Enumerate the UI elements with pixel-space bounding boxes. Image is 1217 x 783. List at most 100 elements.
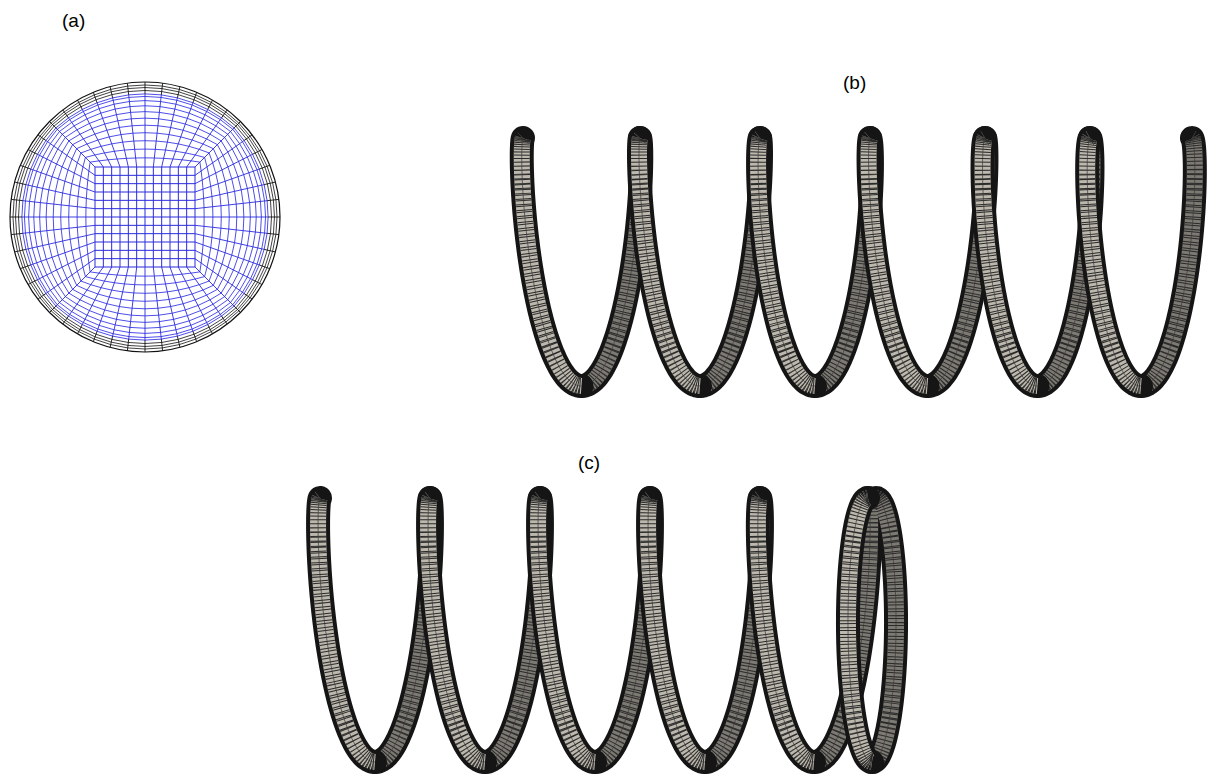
mesh-line bbox=[11, 199, 23, 200]
mesh-line bbox=[145, 267, 146, 340]
mesh-line bbox=[129, 267, 137, 339]
mesh-line bbox=[113, 98, 129, 167]
mesh-line bbox=[253, 280, 262, 285]
mesh-line bbox=[78, 325, 83, 334]
mesh-line bbox=[10, 217, 22, 218]
mesh-line bbox=[161, 83, 162, 95]
mesh-line bbox=[110, 336, 113, 347]
mesh-line bbox=[161, 167, 162, 267]
mesh-line bbox=[222, 110, 228, 118]
mesh-line bbox=[93, 331, 97, 341]
mesh-line bbox=[318, 498, 872, 762]
mesh-line bbox=[23, 201, 95, 209]
mesh-line bbox=[129, 95, 137, 167]
mesh-line bbox=[11, 233, 23, 234]
mesh-line bbox=[20, 165, 30, 169]
mesh-line bbox=[522, 138, 1141, 386]
panel-label: (c) bbox=[578, 452, 600, 474]
mesh-line bbox=[145, 94, 146, 167]
mesh-line bbox=[95, 242, 195, 243]
mesh-line bbox=[208, 325, 213, 334]
mesh-line bbox=[46, 259, 95, 294]
mesh-line bbox=[178, 167, 179, 267]
mesh-line bbox=[177, 336, 180, 347]
mesh-line bbox=[244, 294, 252, 300]
mesh-line bbox=[187, 118, 222, 167]
mesh-line bbox=[195, 234, 264, 250]
mesh-line bbox=[170, 103, 193, 167]
mesh-line bbox=[208, 100, 213, 109]
mesh-line bbox=[145, 82, 146, 94]
mesh-line bbox=[153, 167, 154, 267]
mesh-line bbox=[195, 154, 253, 183]
mesh-line bbox=[97, 103, 120, 167]
mesh-line bbox=[63, 110, 69, 118]
mesh-line bbox=[78, 100, 83, 109]
mesh-line bbox=[127, 339, 128, 351]
mesh-line bbox=[177, 87, 180, 98]
mesh-line bbox=[68, 118, 103, 167]
mesh-line bbox=[522, 138, 1141, 386]
mesh-line bbox=[153, 95, 161, 167]
mesh-line bbox=[264, 182, 275, 185]
mesh-line bbox=[95, 258, 195, 259]
mesh-line bbox=[195, 201, 267, 209]
mesh-line bbox=[267, 199, 279, 200]
mesh-line bbox=[23, 225, 95, 233]
mesh-line bbox=[162, 98, 178, 167]
mesh-line bbox=[31, 169, 95, 192]
mesh-line bbox=[110, 87, 113, 98]
mesh-line bbox=[259, 165, 269, 169]
mesh-line bbox=[318, 498, 872, 762]
mesh-line bbox=[38, 135, 46, 141]
mesh-line bbox=[15, 182, 26, 185]
mesh-line bbox=[68, 267, 103, 316]
mesh-line bbox=[46, 140, 95, 175]
mesh-line bbox=[19, 91, 272, 344]
mesh-line bbox=[63, 316, 69, 324]
spring-mesh bbox=[522, 138, 1195, 386]
mesh-line bbox=[195, 169, 259, 192]
mesh-line bbox=[10, 82, 280, 352]
mesh-line bbox=[50, 306, 56, 312]
mesh-line bbox=[253, 150, 262, 155]
mesh-line bbox=[222, 316, 228, 324]
mesh-line bbox=[145, 340, 146, 352]
mesh-line bbox=[113, 267, 129, 336]
mesh-line bbox=[162, 267, 178, 336]
mesh-line bbox=[26, 234, 95, 250]
mesh-line bbox=[127, 83, 128, 95]
mesh-line bbox=[318, 498, 872, 762]
mesh-line bbox=[28, 280, 37, 285]
mesh-line bbox=[193, 331, 197, 341]
mesh-line bbox=[522, 138, 1141, 386]
mesh-line bbox=[186, 167, 187, 267]
mesh-line bbox=[31, 242, 95, 265]
mesh-line bbox=[268, 217, 280, 218]
mesh-line bbox=[153, 267, 161, 339]
mesh-line bbox=[234, 306, 240, 312]
mesh-line bbox=[264, 249, 275, 252]
mesh-line bbox=[195, 217, 268, 218]
mesh-line bbox=[97, 267, 120, 331]
mesh-line bbox=[50, 122, 56, 128]
mesh-line bbox=[28, 150, 37, 155]
panel-label: (b) bbox=[843, 72, 866, 94]
mesh-line bbox=[195, 259, 244, 294]
mesh-line bbox=[187, 267, 222, 316]
mesh-line bbox=[16, 88, 275, 347]
mesh-line bbox=[195, 185, 264, 201]
mesh-line bbox=[26, 185, 95, 201]
mesh-line bbox=[20, 265, 30, 269]
mesh-line bbox=[318, 498, 872, 762]
mesh-line bbox=[38, 294, 46, 300]
mesh-line bbox=[13, 85, 277, 349]
spring-mesh bbox=[318, 498, 896, 762]
mesh-line bbox=[86, 158, 204, 276]
mesh-line bbox=[170, 267, 193, 331]
panel-label: (a) bbox=[62, 10, 85, 32]
mesh-line bbox=[259, 265, 269, 269]
mesh-line bbox=[244, 135, 252, 141]
mesh-line bbox=[267, 233, 279, 234]
